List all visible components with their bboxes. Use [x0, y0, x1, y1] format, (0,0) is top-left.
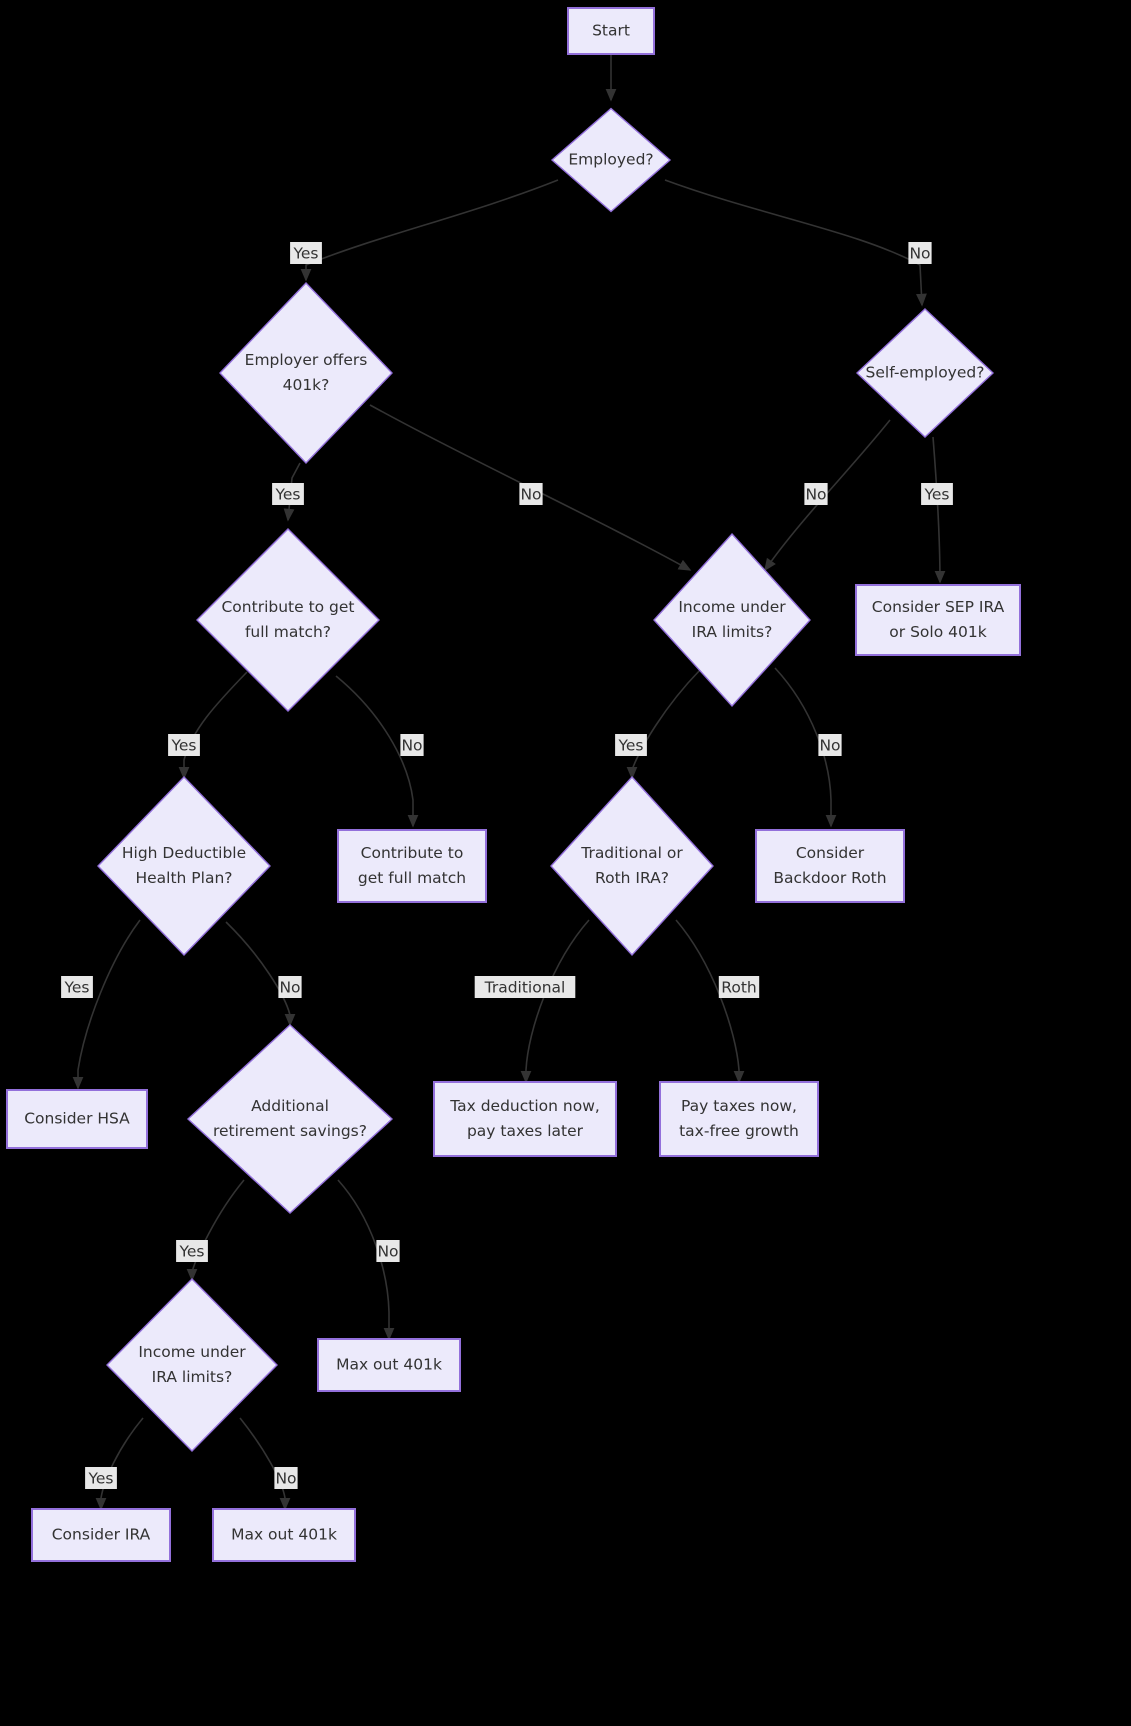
- node-shape-diamond: [653, 532, 811, 708]
- node-hsa[interactable]: Consider HSA: [6, 1089, 148, 1149]
- node-shape-rect: [659, 1081, 819, 1157]
- edge-label-additional-incomelimits2: Yes: [176, 1240, 208, 1262]
- edge-label-incomelimits2-considerira: Yes: [85, 1467, 117, 1489]
- edge-label-incomelimits1-backdoorroth: No: [818, 734, 842, 756]
- node-paytaxes[interactable]: Pay taxes now,tax-free growth: [659, 1081, 819, 1157]
- node-shape-rect: [317, 1338, 461, 1392]
- node-shape-rect: [337, 829, 487, 903]
- edge-label-background: [400, 734, 424, 756]
- edge-label-employer401k-fullmatch: Yes: [272, 483, 304, 505]
- edge-tradroth-to-paytaxes: [675, 919, 745, 1084]
- edge-label-employed-employer401k: Yes: [290, 242, 322, 264]
- edge-label-fullmatch-contributematch: No: [400, 734, 424, 756]
- edge-label-fullmatch-hdhp: Yes: [168, 734, 200, 756]
- node-employed[interactable]: Employed?: [550, 107, 672, 213]
- edge-incomelimits2-to-considerira: [95, 1417, 144, 1511]
- edge-label-tradroth-taxdeduction: Traditional: [474, 976, 576, 998]
- node-maxout401k_b[interactable]: Max out 401k: [212, 1508, 356, 1562]
- node-shape-diamond: [550, 107, 672, 213]
- edge-label-hdhp-hsa: Yes: [61, 976, 93, 998]
- edge-selfemployed-to-sepira: [932, 436, 946, 584]
- node-shape-diamond: [550, 775, 714, 957]
- edge-label-tradroth-paytaxes: Roth: [718, 976, 760, 998]
- node-shape-rect: [6, 1089, 148, 1149]
- edge-employed-to-employer401k: [300, 179, 559, 282]
- node-start[interactable]: Start: [567, 7, 655, 55]
- edge-label-background: [519, 483, 543, 505]
- node-taxdeduction[interactable]: Tax deduction now,pay taxes later: [433, 1081, 617, 1157]
- edge-label-background: [290, 242, 322, 264]
- edge-employer401k-to-fullmatch: [283, 462, 301, 522]
- node-shape-diamond: [219, 281, 393, 465]
- edge-additional-to-incomelimits2: [186, 1179, 245, 1282]
- edge-label-background: [376, 1240, 400, 1262]
- node-selfemployed[interactable]: Self-employed?: [855, 308, 995, 438]
- node-shape-rect: [567, 7, 655, 55]
- edge-label-background: [61, 976, 93, 998]
- node-shape-diamond: [855, 308, 995, 438]
- edge-label-employed-selfemployed: No: [908, 242, 932, 264]
- edge-label-background: [274, 1467, 298, 1489]
- edge-label-background: [615, 734, 647, 756]
- edge-employed-to-selfemployed: [664, 179, 927, 307]
- edge-label-incomelimits2-maxout401k_b: No: [274, 1467, 298, 1489]
- edge-label-selfemployed-sepira: Yes: [921, 483, 953, 505]
- edge-hdhp-to-additional: [225, 921, 296, 1027]
- edge-label-background: [474, 976, 576, 998]
- edge-label-selfemployed-incomelimits1: No: [804, 483, 828, 505]
- node-maxout401k_a[interactable]: Max out 401k: [317, 1338, 461, 1392]
- node-shape-diamond: [196, 528, 380, 712]
- edge-incomelimits2-to-maxout401k_b: [239, 1417, 291, 1511]
- node-shape-rect: [31, 1508, 171, 1562]
- node-shape-rect: [433, 1081, 617, 1157]
- edge-fullmatch-to-hdhp: [178, 671, 248, 780]
- edge-label-background: [718, 976, 760, 998]
- edge-layer: [72, 54, 946, 1511]
- edge-label-background: [818, 734, 842, 756]
- edge-label-hdhp-additional: No: [278, 976, 302, 998]
- node-shape-rect: [755, 829, 905, 903]
- edge-label-background: [908, 242, 932, 264]
- edge-label-background: [278, 976, 302, 998]
- edge-label-additional-maxout401k_a: No: [376, 1240, 400, 1262]
- edge-label-background: [168, 734, 200, 756]
- node-shape-diamond: [186, 1024, 394, 1214]
- edge-fullmatch-to-contributematch: [335, 675, 419, 828]
- node-shape-rect: [212, 1508, 356, 1562]
- edge-label-background: [272, 483, 304, 505]
- edge-label-background: [921, 483, 953, 505]
- node-shape-diamond: [106, 1278, 278, 1452]
- edge-label-incomelimits1-tradroth: Yes: [615, 734, 647, 756]
- edge-hdhp-to-hsa: [72, 919, 141, 1090]
- edge-incomelimits1-to-tradroth: [626, 669, 701, 780]
- node-shape-diamond: [97, 775, 271, 957]
- edge-label-employer401k-incomelimits1: No: [519, 483, 543, 505]
- edge-tradroth-to-taxdeduction: [520, 919, 590, 1084]
- node-considerira[interactable]: Consider IRA: [31, 1508, 171, 1562]
- edge-label-background: [85, 1467, 117, 1489]
- node-shape-rect: [855, 584, 1021, 656]
- edge-label-background: [176, 1240, 208, 1262]
- edge-label-background: [804, 483, 828, 505]
